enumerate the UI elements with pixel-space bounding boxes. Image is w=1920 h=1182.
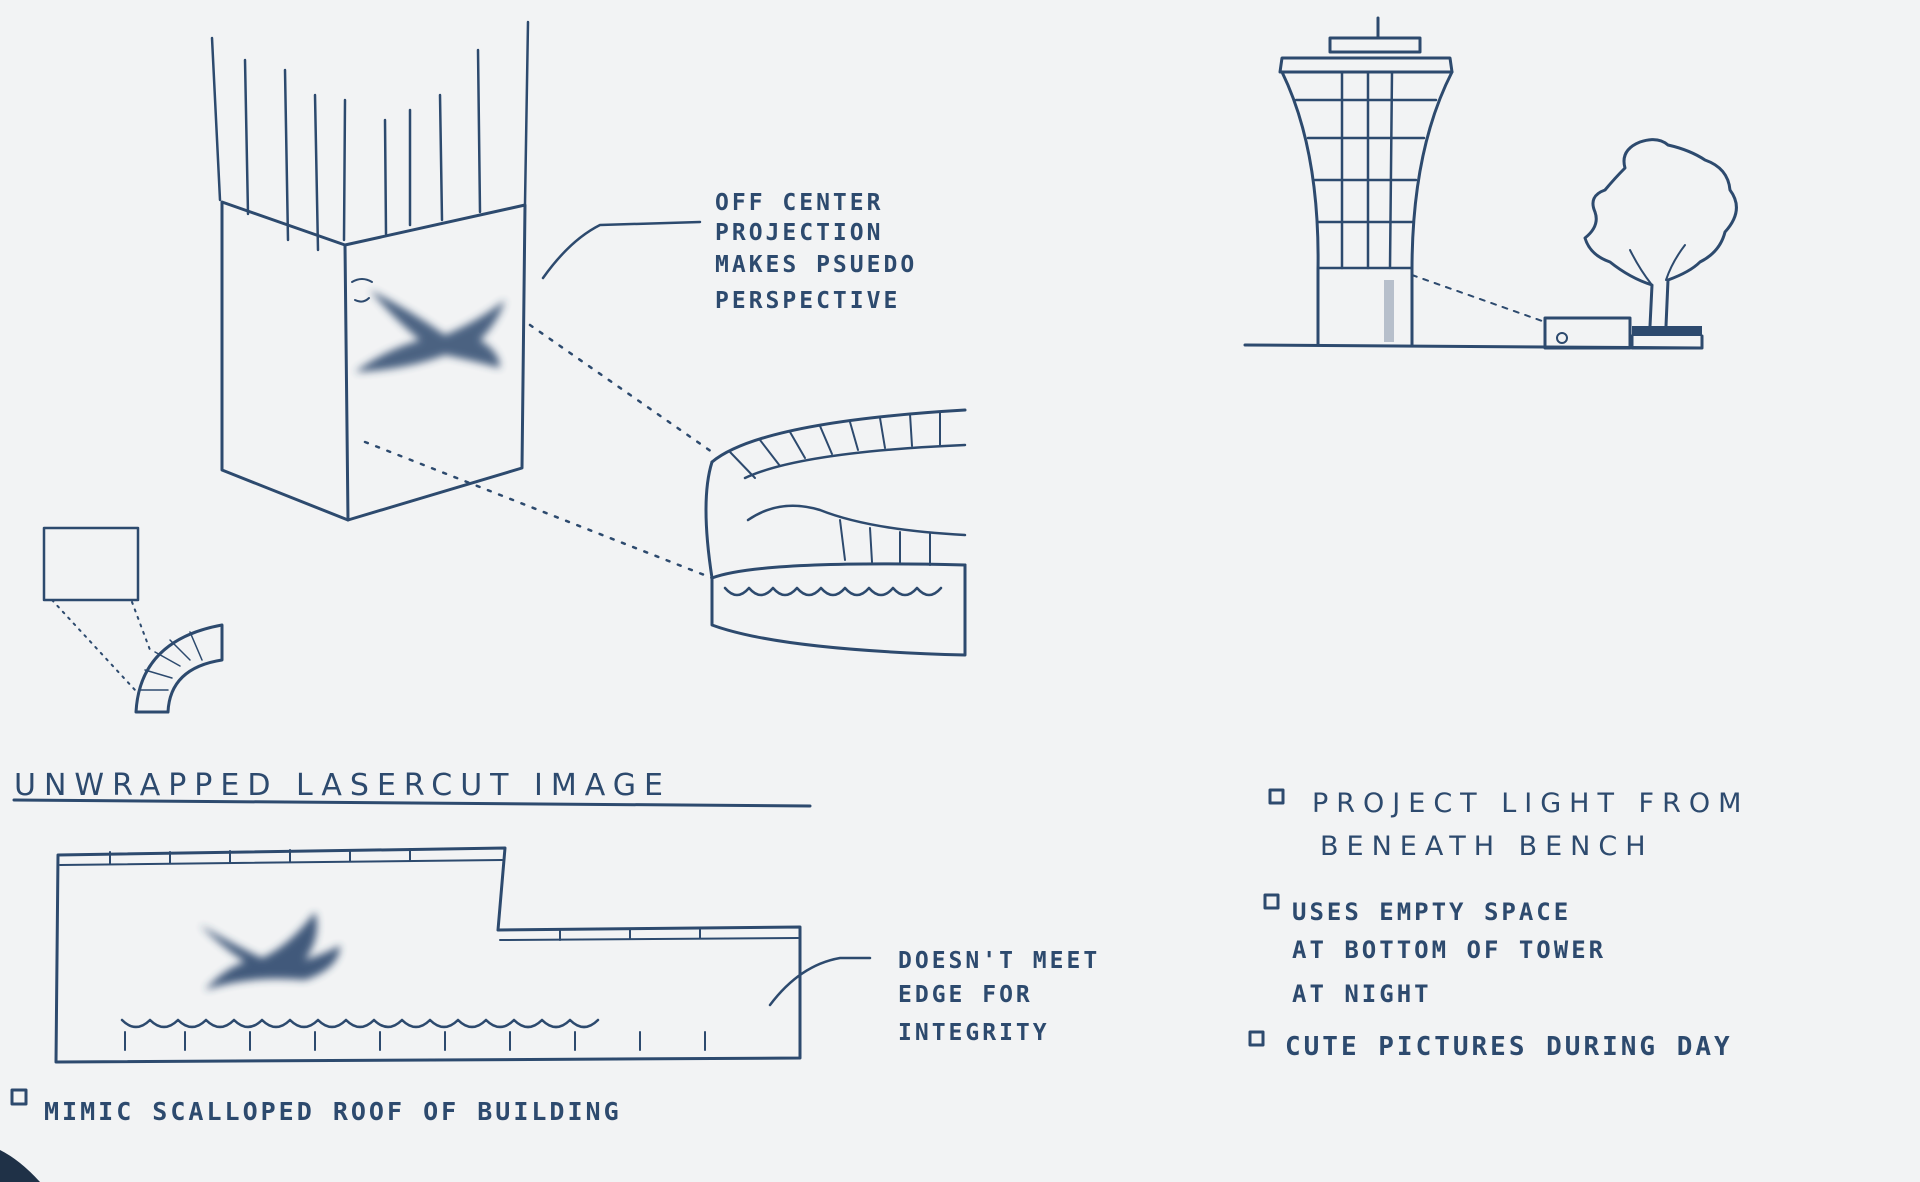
unwrapped-panel <box>54 846 802 1064</box>
control-tower-sketch <box>1243 16 1702 350</box>
bullet-1-line-1: PROJECT LIGHT FROM <box>1312 788 1749 819</box>
thumbnail-sketch <box>42 526 224 714</box>
projection-note-line-4: PERSPECTIVE <box>715 288 900 314</box>
bullet-2-line-3: AT NIGHT <box>1292 980 1432 1008</box>
bullet-list: PROJECT LIGHT FROM BENEATH BENCH USES EM… <box>1248 788 1749 1062</box>
bullet-2-line-2: AT BOTTOM OF TOWER <box>1292 936 1606 964</box>
mimic-bullet: MIMIC SCALLOPED ROOF OF BUILDING <box>10 1088 622 1126</box>
curved-bench-sketch <box>704 408 967 657</box>
projection-note-line-2: PROJECTION <box>715 220 883 246</box>
bench-sketch <box>1543 316 1704 350</box>
tower-grid <box>1294 70 1438 270</box>
projection-note: OFF CENTER PROJECTION MAKES PSUEDO PERSP… <box>715 190 917 314</box>
bullet-3-line-1: CUTE PICTURES DURING DAY <box>1285 1032 1733 1062</box>
bullet-1-line-2: BENEATH BENCH <box>1320 831 1654 862</box>
edge-note-line-3: INTEGRITY <box>898 1020 1050 1046</box>
edge-note: DOESN'T MEET EDGE FOR INTEGRITY <box>898 948 1100 1046</box>
edge-note-line-2: EDGE FOR <box>898 982 1033 1008</box>
tree-icon <box>1583 138 1738 328</box>
panel-top-trim <box>59 848 799 941</box>
projection-note-line-3: MAKES PSUEDO <box>715 252 917 278</box>
square-bullet-icon <box>1248 1030 1265 1047</box>
section-title: UNWRAPPED LASERCUT IMAGE <box>14 768 671 803</box>
panel-bottom-ticks <box>124 1031 706 1051</box>
tower-corner-sketch <box>210 20 530 522</box>
bench-slats <box>729 411 941 566</box>
square-bullet-icon <box>10 1088 28 1106</box>
tower-vertical-lines <box>210 20 530 252</box>
bullet-2-line-1: USES EMPTY SPACE <box>1292 898 1571 926</box>
projection-lines <box>363 323 714 580</box>
airplane-icon <box>351 278 505 372</box>
square-bullet-icon <box>1268 788 1285 805</box>
edge-note-line-1: DOESN'T MEET <box>898 948 1100 974</box>
square-bullet-icon <box>1263 893 1280 910</box>
projection-note-line-1: OFF CENTER <box>715 190 883 216</box>
airplane-icon-panel <box>200 912 340 990</box>
mimic-bullet-text: MIMIC SCALLOPED ROOF OF BUILDING <box>44 1097 622 1126</box>
